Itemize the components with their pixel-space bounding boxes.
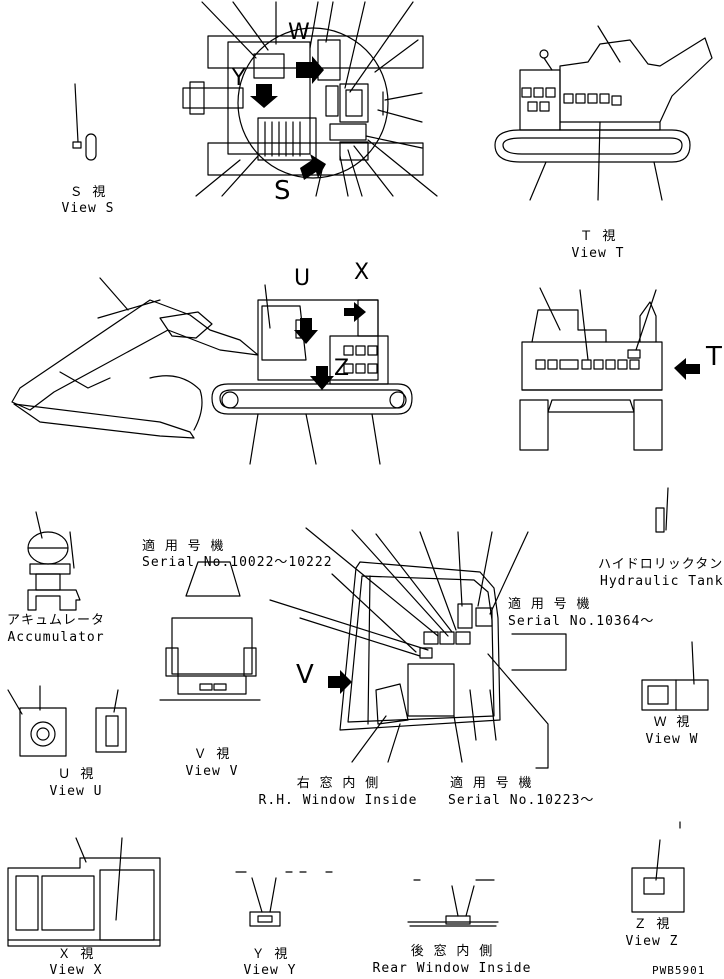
- view-t-drawing: [495, 26, 712, 200]
- view-x-en: View X: [49, 963, 103, 978]
- view-u-jp: Ｕ 視: [57, 767, 95, 782]
- serial-b-en: Serial No.10364～: [508, 614, 655, 629]
- view-u-en: View U: [49, 784, 103, 799]
- view-v-drawing: [160, 562, 260, 700]
- rear-window-jp: 後 窓 内 側: [410, 944, 494, 959]
- letter-y: Y: [232, 66, 246, 91]
- view-s-drawing: [73, 84, 96, 160]
- view-z-jp: Ｚ 視: [633, 917, 671, 932]
- side-view-drawing: [12, 278, 412, 464]
- serial-a-en: Serial No.10022～10222: [142, 555, 333, 570]
- view-z-en: View Z: [625, 934, 679, 949]
- serial-b-jp: 適 用 号 機: [508, 597, 591, 612]
- hyd-tank-jp: ハイドロリックタンク: [598, 557, 724, 572]
- hyd-tank-en: Hydraulic Tank: [600, 574, 724, 589]
- cab-drawing: [270, 528, 566, 768]
- view-s-jp: Ｓ 視: [69, 185, 107, 200]
- view-x-jp: Ｘ 視: [57, 947, 95, 962]
- view-t-jp: Ｔ 視: [579, 229, 617, 244]
- view-z-drawing: [632, 822, 684, 912]
- view-t-en: View T: [571, 246, 625, 261]
- rear-view-drawing: [520, 288, 700, 450]
- accumulator-jp: アキュムレータ: [6, 613, 106, 628]
- view-v-en: View V: [185, 764, 239, 779]
- drawing-reference: PWB5901: [652, 964, 706, 977]
- serial-a-jp: 適 用 号 機: [142, 539, 225, 554]
- view-y-en: View Y: [243, 963, 297, 978]
- top-view-drawing: [183, 2, 437, 196]
- view-w-jp: Ｗ 視: [653, 715, 691, 730]
- rh-window-jp: 右 窓 内 側: [296, 776, 380, 791]
- accumulator-drawing: [28, 512, 80, 610]
- rear-window-drawing: [408, 880, 498, 926]
- accumulator-en: Accumulator: [7, 630, 105, 645]
- hydraulic-tank-drawing: [656, 488, 668, 532]
- letter-s: S: [274, 176, 291, 206]
- letter-w: W: [288, 20, 310, 45]
- letter-u: U: [294, 266, 311, 291]
- view-v-jp: Ｖ 視: [193, 747, 231, 762]
- serial-c-jp: 適 用 号 機: [450, 776, 533, 791]
- view-y-drawing: [236, 872, 332, 926]
- letter-t: T: [706, 342, 722, 372]
- view-s-en: View S: [61, 201, 115, 216]
- letter-z: Z: [334, 356, 350, 381]
- view-w-en: View W: [645, 732, 699, 747]
- view-x-drawing: [8, 838, 160, 946]
- view-w-drawing: [642, 642, 708, 710]
- rear-window-en: Rear Window Inside: [372, 961, 532, 976]
- view-u-drawing: [8, 686, 126, 756]
- view-y-jp: Ｙ 視: [251, 947, 289, 962]
- letter-v: V: [296, 660, 314, 690]
- rh-window-en: R.H. Window Inside: [258, 793, 418, 808]
- serial-c-en: Serial No.10223～: [448, 793, 595, 808]
- letter-x: X: [354, 260, 370, 285]
